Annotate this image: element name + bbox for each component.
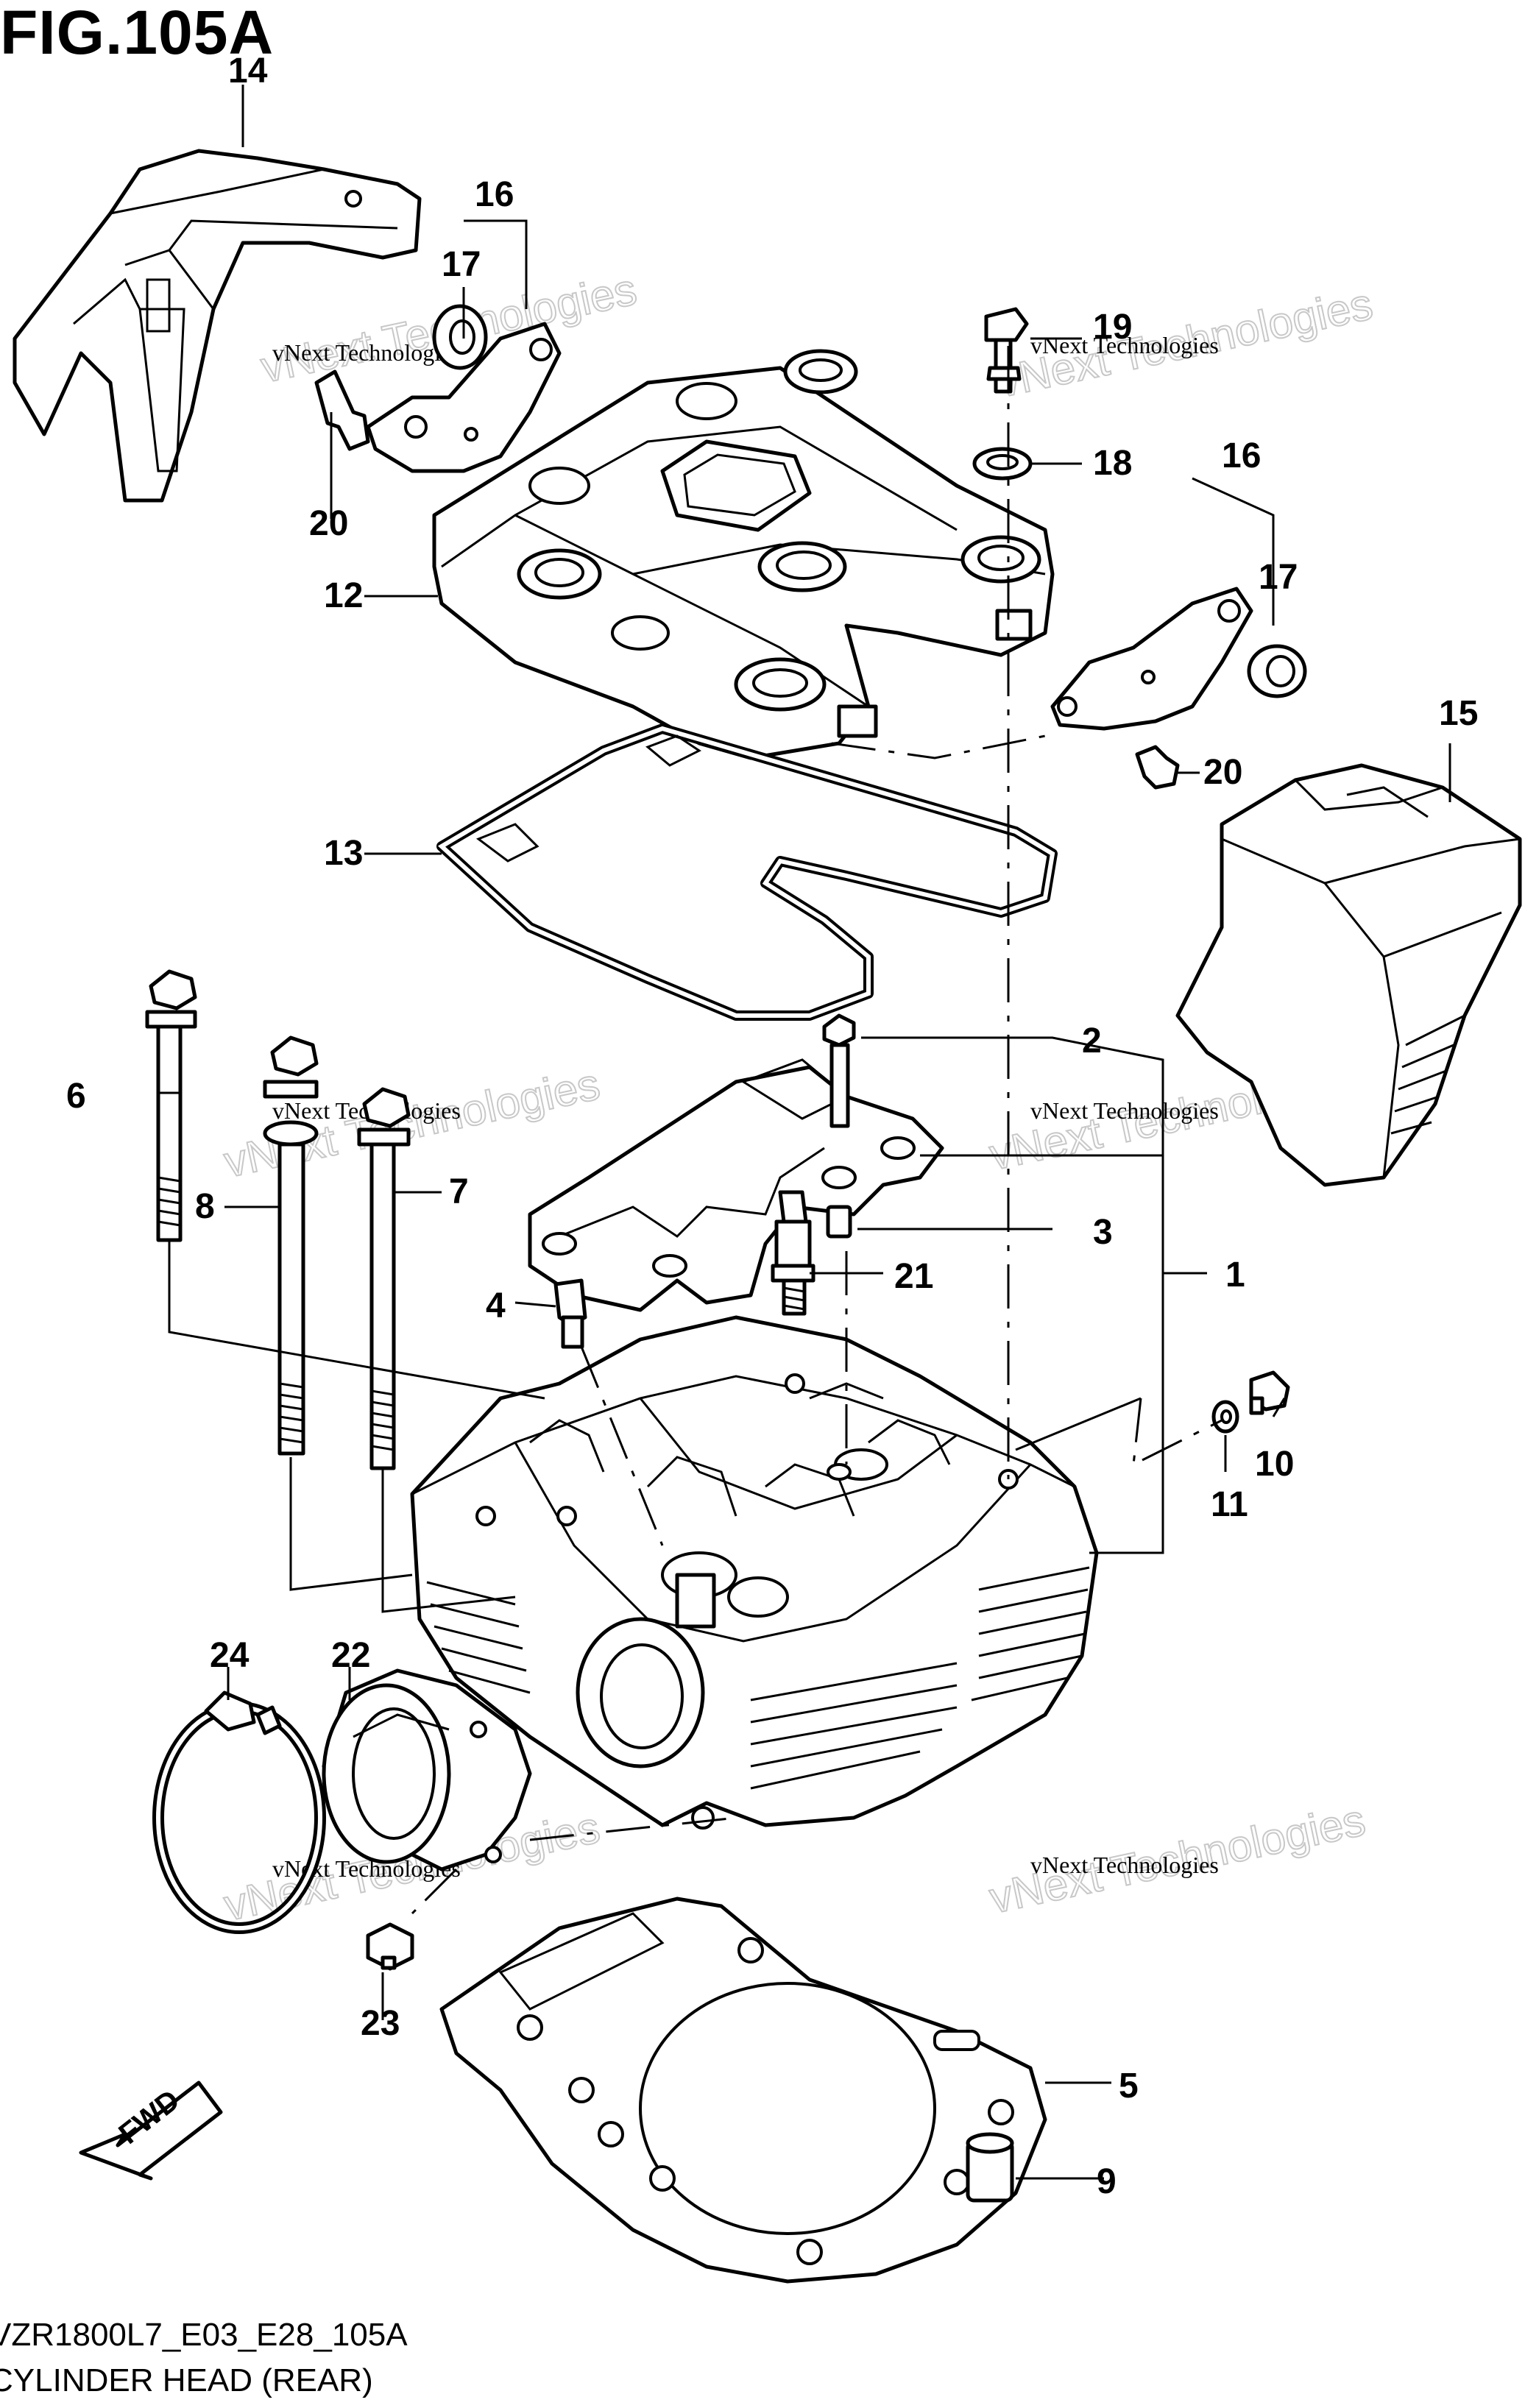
callout-1: 1 [1225, 1256, 1245, 1295]
cover-top-left [13, 149, 422, 503]
spark-plug-21 [771, 1190, 815, 1316]
washer-11 [1211, 1400, 1239, 1434]
callout-19: 19 [1093, 308, 1132, 347]
bolt-8 [263, 1035, 319, 1456]
callout-22: 22 [331, 1636, 370, 1675]
cylinder-head-cover [432, 349, 1055, 760]
callout-11: 11 [1211, 1485, 1248, 1524]
callout-6: 6 [66, 1077, 86, 1116]
callout-15: 15 [1439, 694, 1478, 733]
figure-title: FIG.105A [0, 0, 275, 67]
cover-gasket [436, 723, 1058, 1021]
bracket-right [1050, 587, 1307, 731]
callout-3: 3 [1093, 1213, 1113, 1252]
svg-text:vNext Technologies: vNext Technologies [1030, 332, 1219, 358]
intake-pipe-22 [322, 1668, 532, 1871]
dowel-3 [826, 1205, 852, 1239]
callout-13: 13 [324, 834, 363, 873]
callout-18: 18 [1093, 444, 1132, 483]
callout-16-right: 16 [1222, 436, 1261, 475]
watermark-top-right: vNext Technologies vNext Technologies [992, 278, 1378, 407]
callout-2: 2 [1082, 1021, 1102, 1060]
lifter-4 [553, 1278, 587, 1349]
bolt-2 [822, 1013, 856, 1128]
callout-labels: 14 16 17 20 12 13 19 18 16 17 20 15 2 3 … [66, 52, 1478, 2201]
callout-17-right: 17 [1259, 558, 1298, 597]
callout-9: 9 [1097, 2162, 1117, 2201]
clamp-24 [152, 1690, 326, 1934]
dowel-9 [966, 2132, 1014, 2203]
svg-text:vNext Technologies: vNext Technologies [1030, 1852, 1219, 1878]
model-code: VZR1800L7_E03_E28_105A [0, 2317, 408, 2353]
bolt-7 [357, 1087, 411, 1470]
callout-4: 4 [486, 1286, 506, 1325]
bolt-10 [1249, 1370, 1290, 1415]
callout-5: 5 [1119, 2067, 1139, 2106]
callout-20-right: 20 [1203, 753, 1242, 792]
bolt-20-right [1135, 745, 1180, 790]
callout-10: 10 [1255, 1445, 1294, 1484]
bolt-20-left [314, 369, 370, 451]
washer-18 [972, 447, 1033, 481]
callout-23: 23 [361, 2004, 400, 2043]
cylinder-head [410, 1315, 1099, 1830]
bolt-19 [984, 307, 1029, 394]
callout-16-left: 16 [475, 175, 514, 214]
callout-8: 8 [195, 1187, 215, 1226]
callout-14: 14 [228, 52, 268, 91]
forward-arrow-icon: FWD [79, 2081, 223, 2181]
cylinder-head-gasket-5 [439, 1897, 1047, 2284]
callout-12: 12 [324, 576, 363, 615]
callout-7: 7 [449, 1172, 469, 1211]
callout-24: 24 [210, 1636, 250, 1675]
callout-17-left: 17 [442, 245, 481, 284]
callout-20-left: 20 [309, 504, 348, 543]
svg-text:vNext Technologies: vNext Technologies [272, 339, 461, 366]
cover-right [1175, 763, 1522, 1187]
bolt-6 [145, 969, 197, 1242]
screw-23 [366, 1922, 414, 1971]
callout-21: 21 [894, 1257, 933, 1296]
bracket-left [366, 304, 562, 473]
figure-name: CYLINDER HEAD (REAR) [0, 2362, 373, 2398]
watermark-bottom-right: vNext Technologies vNext Technologies [985, 1794, 1370, 1923]
svg-text:vNext Technologies: vNext Technologies [1030, 1097, 1219, 1124]
leader-lines [158, 85, 1451, 2180]
